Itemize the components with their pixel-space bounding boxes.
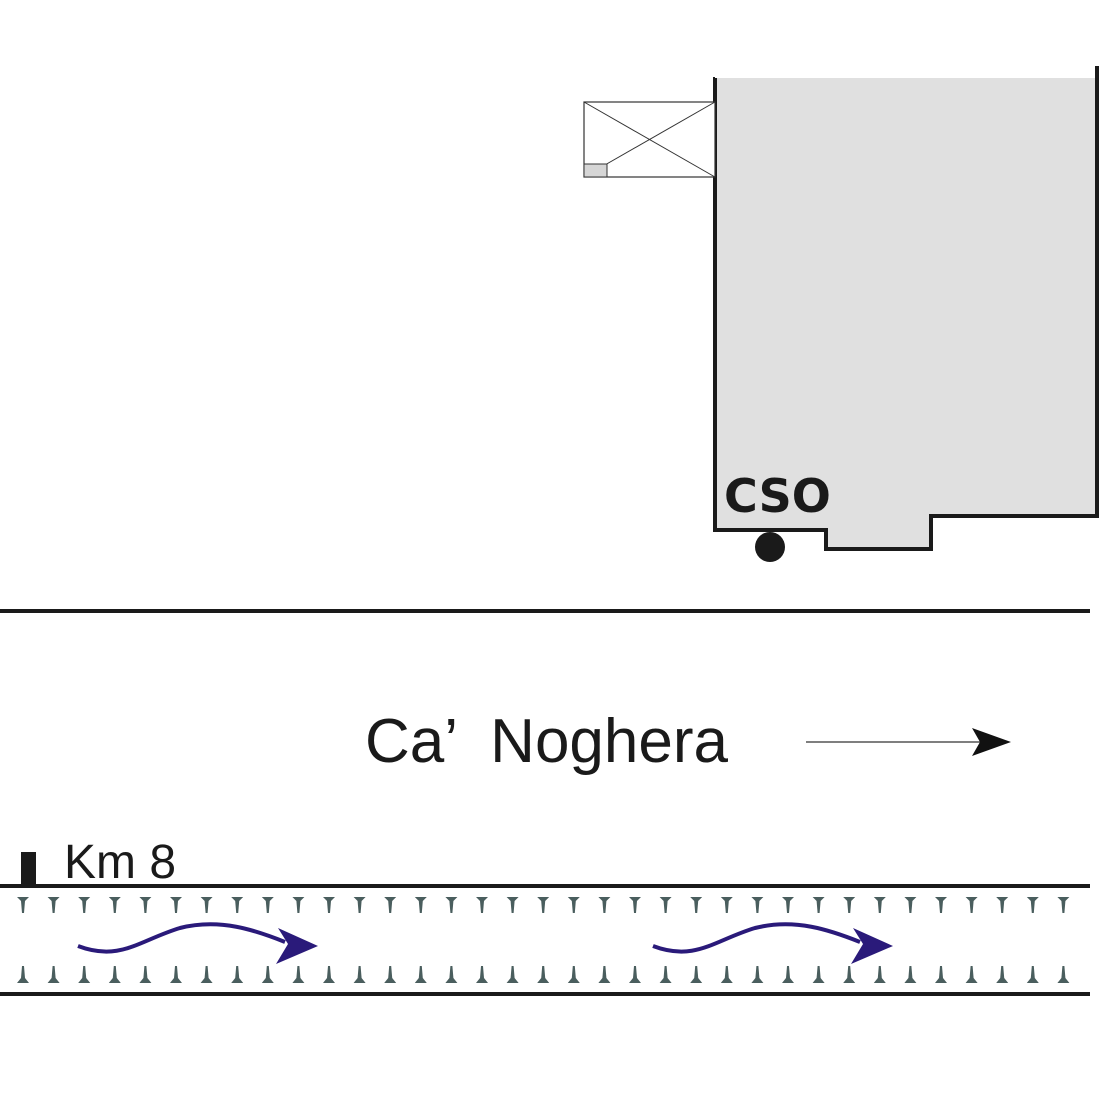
cso-building-outline — [713, 66, 1099, 551]
traffic-cone-icon — [261, 897, 274, 913]
traffic-cone-icon — [629, 897, 641, 913]
traffic-cone-icon — [414, 897, 427, 913]
flow-arrow-icon — [77, 922, 318, 964]
traffic-cone-icon — [659, 897, 672, 913]
traffic-cone-icon — [445, 966, 458, 983]
cone-row-bottom — [17, 966, 1070, 983]
traffic-cone-icon — [323, 897, 335, 913]
traffic-cone-icon — [843, 966, 856, 983]
traffic-cone-icon — [139, 897, 152, 913]
traffic-cone-icon — [231, 897, 244, 913]
traffic-cone-icon — [170, 897, 182, 913]
traffic-cone-icon — [1057, 966, 1070, 983]
traffic-cone-icon — [537, 966, 550, 983]
traffic-cone-icon — [353, 897, 366, 913]
location-marker-icon — [755, 532, 785, 562]
traffic-cone-icon — [17, 966, 29, 983]
traffic-cone-icon — [445, 897, 458, 913]
direction-label: Ca’ Noghera — [365, 707, 729, 776]
traffic-cone-icon — [751, 966, 764, 983]
traffic-cone-icon — [904, 966, 917, 983]
traffic-cone-icon — [108, 897, 121, 913]
traffic-cone-icon — [1026, 897, 1039, 913]
traffic-cone-icon — [353, 966, 366, 983]
traffic-cone-icon — [690, 897, 703, 913]
traffic-cone-icon — [476, 897, 488, 913]
traffic-cone-icon — [782, 966, 794, 983]
traffic-cone-icon — [720, 897, 733, 913]
traffic-cone-icon — [690, 966, 703, 983]
cone-row-top — [17, 897, 1070, 913]
traffic-cone-icon — [812, 897, 825, 913]
traffic-cone-icon — [384, 966, 397, 983]
traffic-cone-icon — [598, 966, 611, 983]
traffic-cone-icon — [904, 897, 917, 913]
canopy-icon — [583, 101, 716, 178]
traffic-cone-icon — [567, 897, 580, 913]
traffic-cone-icon — [414, 966, 427, 983]
traffic-cone-icon — [629, 966, 641, 983]
traffic-cone-icon — [996, 966, 1009, 983]
traffic-cone-icon — [78, 897, 91, 913]
traffic-cone-icon — [996, 897, 1009, 913]
traffic-cone-icon — [935, 966, 947, 983]
traffic-cone-icon — [384, 897, 397, 913]
traffic-cone-icon — [537, 897, 550, 913]
traffic-cone-icon — [935, 897, 947, 913]
traffic-cone-icon — [567, 966, 580, 983]
traffic-cone-icon — [506, 966, 519, 983]
traffic-cone-icon — [751, 897, 764, 913]
traffic-cone-icon — [1057, 897, 1070, 913]
traffic-cone-icon — [170, 966, 182, 983]
traffic-cone-icon — [108, 966, 121, 983]
traffic-cone-icon — [965, 966, 978, 983]
traffic-cone-icon — [47, 897, 60, 913]
traffic-cone-icon — [1026, 966, 1039, 983]
traffic-cone-icon — [200, 897, 213, 913]
traffic-cone-icon — [873, 897, 886, 913]
traffic-cone-icon — [231, 966, 244, 983]
milestone-post-icon — [21, 852, 36, 886]
traffic-cone-icon — [720, 966, 733, 983]
traffic-cone-icon — [323, 966, 335, 983]
traffic-cone-icon — [782, 897, 794, 913]
traffic-cone-icon — [78, 966, 91, 983]
traffic-cone-icon — [292, 897, 305, 913]
traffic-cone-icon — [598, 897, 611, 913]
cso-building — [715, 77, 1095, 549]
traffic-cone-icon — [292, 966, 305, 983]
traffic-cone-icon — [261, 966, 274, 983]
traffic-cone-icon — [873, 966, 886, 983]
traffic-cone-icon — [47, 966, 60, 983]
traffic-cone-icon — [812, 966, 825, 983]
traffic-cone-icon — [17, 897, 29, 913]
flow-arrow-icon — [652, 922, 893, 964]
traffic-cone-icon — [506, 897, 519, 913]
direction-arrow-icon — [806, 728, 1011, 756]
traffic-cone-icon — [843, 897, 856, 913]
traffic-cone-icon — [659, 966, 672, 983]
traffic-cone-icon — [965, 897, 978, 913]
traffic-cone-icon — [139, 966, 152, 983]
cso-label: CSO — [724, 469, 831, 523]
traffic-cone-icon — [476, 966, 488, 983]
milestone-label: Km 8 — [64, 836, 176, 889]
traffic-cone-icon — [200, 966, 213, 983]
